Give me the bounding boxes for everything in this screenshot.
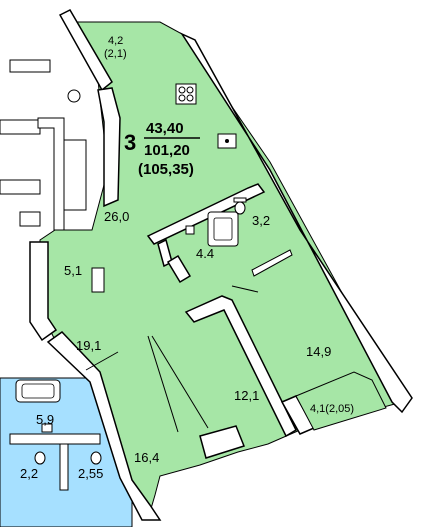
door-line-3 — [85, 351, 119, 371]
room-area-corridor: 19,1 — [76, 338, 101, 353]
neighbour-wall-vertical — [59, 443, 69, 491]
room-area-bedroom-middle: 12,1 — [234, 388, 259, 403]
washbasin-icon — [185, 225, 195, 235]
room-area-loggia-bottom: 4,1(2,05) — [310, 403, 354, 415]
rooms-count: 3 — [124, 130, 136, 155]
door-line-1 — [147, 335, 179, 433]
exterior-wall-bottom-left — [46, 331, 162, 521]
room-area-bedroom-bottom: 16,4 — [134, 450, 159, 465]
bathtub-icon — [207, 211, 239, 247]
toilet-icon — [233, 197, 247, 215]
apartment-summary: 3 43,40 101,20 (105,35) — [124, 120, 200, 178]
neighbour-sink-icon — [41, 423, 53, 433]
sink-icon — [217, 133, 237, 149]
door-line-2 — [151, 335, 209, 429]
wall-bedroom-divider — [184, 295, 297, 438]
exterior-wall-top — [58, 9, 113, 92]
room-area-wc: 3,2 — [252, 213, 270, 228]
wall-storage — [166, 254, 192, 284]
neighbour-wall-horizontal — [9, 433, 101, 445]
exterior-wall-left — [97, 87, 121, 208]
stove-icon — [175, 83, 197, 105]
room-area-bathroom: 4.4 — [196, 246, 214, 261]
neighbour-toilet-left-icon — [34, 451, 46, 465]
neighbour-area-wc-right: 2,55 — [78, 466, 103, 481]
neighbour-area-bath: 5,9 — [36, 412, 54, 427]
wall-corridor-stub — [91, 267, 105, 293]
total-area-with-balconies: (105,35) — [138, 161, 194, 178]
loggia-bottom — [295, 371, 387, 431]
total-area: 101,20 — [144, 142, 190, 159]
room-area-reduced-loggia-top: (2,1) — [104, 48, 127, 60]
adjacent-structure — [0, 59, 87, 231]
living-area: 43,40 — [146, 120, 184, 137]
room-area-bedroom-right: 14,9 — [306, 344, 331, 359]
neighbour-bathtub-icon — [15, 379, 61, 403]
neighbour-area-wc-left: 2,2 — [20, 466, 38, 481]
door-line-4 — [231, 285, 259, 293]
neighbour-toilet-right-icon — [90, 451, 102, 465]
exterior-wall-right — [179, 32, 413, 414]
wall-wc-bedroom — [251, 249, 293, 277]
room-area-loggia-top: 4,2 — [108, 35, 123, 47]
room-area-storage: 5,1 — [64, 263, 82, 278]
room-area-hall: 26,0 — [104, 209, 129, 224]
wall-bottom — [199, 425, 245, 459]
exterior-wall-left-lower — [29, 241, 58, 342]
